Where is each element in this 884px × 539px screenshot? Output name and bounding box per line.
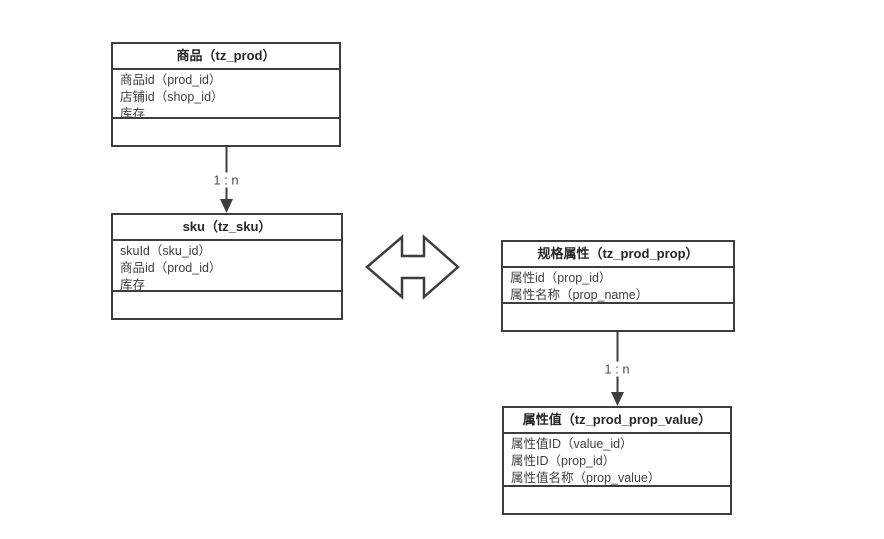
entity-prod-prop-value-fields: 属性值ID（value_id） 属性ID（prop_id） 属性值名称（prop… (504, 434, 730, 487)
entity-field: 库存 (120, 278, 146, 292)
entity-field: 商品id（prod_id） (120, 261, 222, 275)
entity-prod-footer-empty (113, 119, 339, 145)
entity-field: 属性值ID（value_id） (511, 437, 633, 451)
entity-prod-fields: 商品id（prod_id） 店铺id（shop_id） 库存 (113, 70, 339, 119)
entity-prod-prop-value-footer-empty (504, 487, 730, 513)
cardinality-label: 1 : n (601, 361, 633, 377)
entity-sku: sku（tz_sku） skuId（sku_id） 商品id（prod_id） … (111, 213, 343, 320)
entity-sku-title: sku（tz_sku） (113, 215, 341, 241)
entity-field: 店铺id（shop_id） (120, 90, 224, 104)
entity-field: 属性值名称（prop_value） (511, 471, 661, 485)
double-horizontal-arrow-icon (365, 234, 460, 300)
entity-field: 属性id（prop_id） (510, 271, 612, 285)
entity-sku-footer-empty (113, 292, 341, 318)
cardinality-label: 1 : n (210, 172, 242, 188)
entity-field: 属性ID（prop_id） (511, 454, 616, 468)
entity-prod: 商品（tz_prod） 商品id（prod_id） 店铺id（shop_id） … (111, 42, 341, 147)
entity-field: 库存 (120, 107, 146, 119)
arrowhead-down-icon (220, 199, 233, 213)
entity-field: 属性名称（prop_name） (510, 288, 649, 302)
entity-field: 商品id（prod_id） (120, 73, 222, 87)
entity-prod-prop-value: 属性值（tz_prod_prop_value） 属性值ID（value_id） … (502, 406, 732, 515)
entity-prod-prop-fields: 属性id（prop_id） 属性名称（prop_name） (503, 268, 733, 304)
entity-prod-prop-value-title: 属性值（tz_prod_prop_value） (504, 408, 730, 434)
entity-field: skuId（sku_id） (120, 244, 212, 258)
entity-prod-prop: 规格属性（tz_prod_prop） 属性id（prop_id） 属性名称（pr… (501, 240, 735, 332)
entity-prod-prop-title: 规格属性（tz_prod_prop） (503, 242, 733, 268)
entity-sku-fields: skuId（sku_id） 商品id（prod_id） 库存 (113, 241, 341, 292)
arrowhead-down-icon (611, 392, 624, 406)
entity-prod-prop-footer-empty (503, 304, 733, 330)
entity-prod-title: 商品（tz_prod） (113, 44, 339, 70)
